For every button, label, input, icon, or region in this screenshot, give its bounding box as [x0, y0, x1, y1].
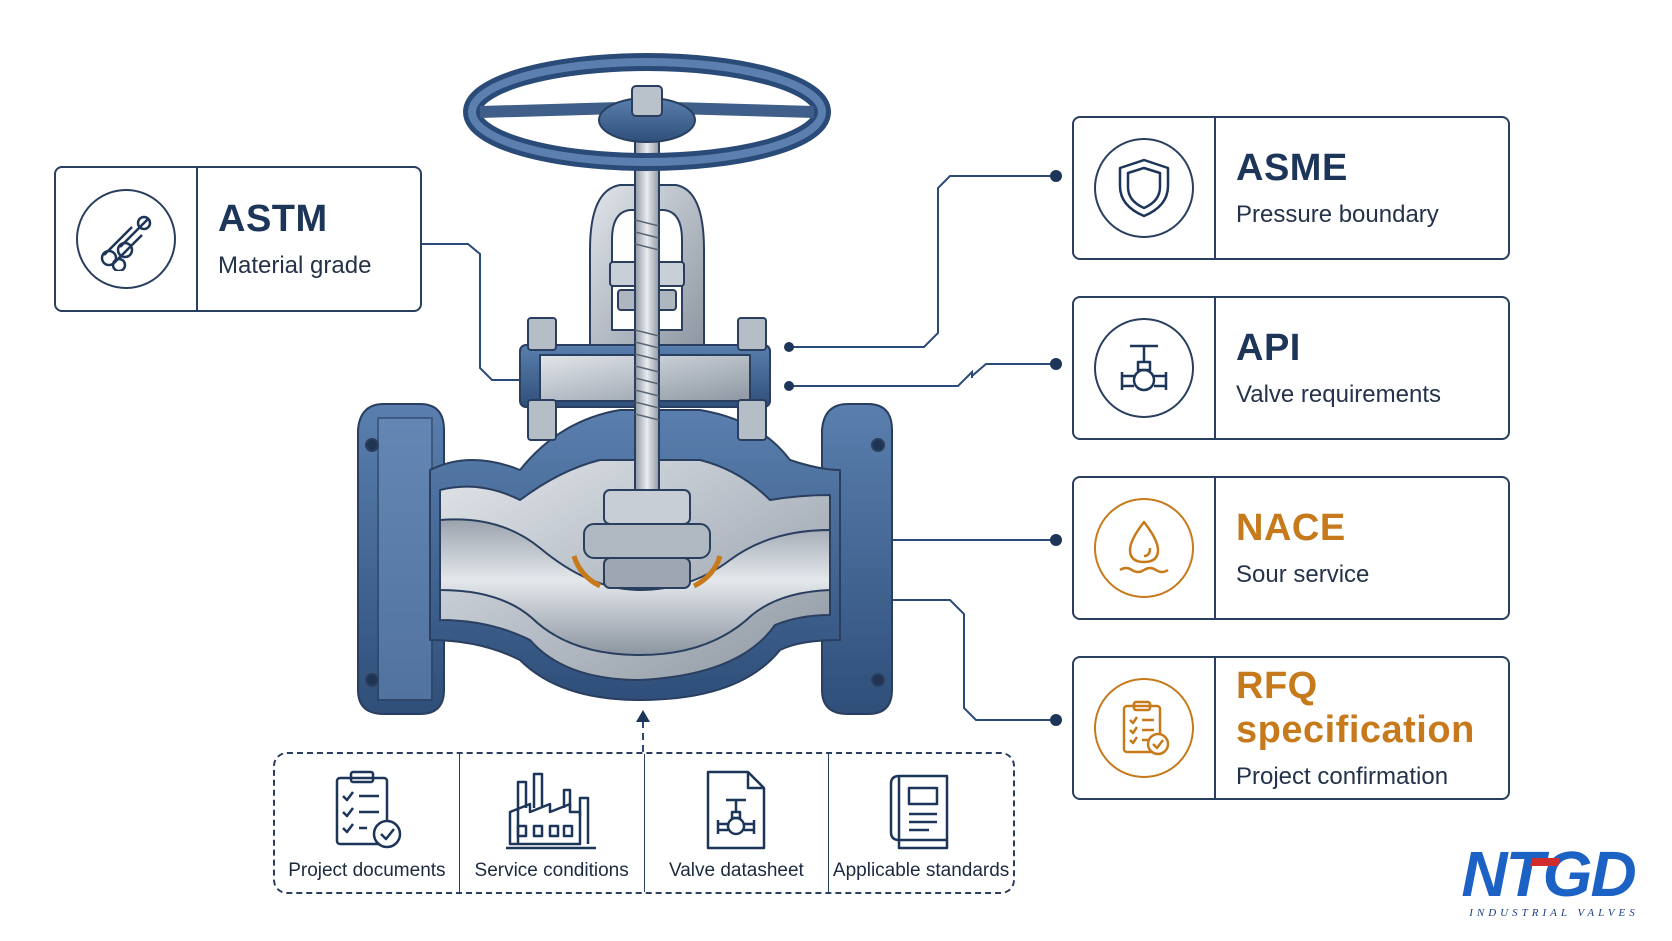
factory-icon: [505, 772, 596, 850]
card-title: RFQ specification: [1236, 665, 1475, 751]
connector-api: [789, 363, 1056, 387]
connector-asme: [789, 175, 1056, 348]
input-service-conditions: Service conditions: [458, 754, 644, 892]
input-label: Project documents: [288, 860, 446, 881]
input-applicable-standards: Applicable standards: [828, 754, 1013, 892]
valve-icon: [1120, 344, 1168, 392]
card-subtitle: Project confirmation: [1236, 762, 1449, 790]
card-title: ASME: [1236, 147, 1348, 190]
card-subtitle: Material grade: [218, 251, 372, 279]
connector-astm: [422, 243, 525, 381]
card-api: API Valve requirements: [1072, 296, 1510, 440]
droplet-icon: [1119, 520, 1169, 574]
input-label: Service conditions: [474, 860, 629, 881]
input-label: Valve datasheet: [668, 860, 804, 881]
connector-rfq: [740, 599, 1056, 721]
pipe-bundle-icon: [100, 215, 152, 271]
valve-body: [357, 53, 893, 715]
input-valve-datasheet: Valve datasheet: [643, 754, 829, 892]
book-icon: [889, 774, 949, 850]
card-asme: ASME Pressure boundary: [1072, 116, 1510, 260]
inputs-panel: Project documents Service conditions Val…: [273, 752, 1015, 894]
card-rfq: RFQ specification Project confirmation: [1072, 656, 1510, 800]
datasheet-icon: [707, 770, 766, 850]
input-label: Applicable standards: [832, 860, 1010, 881]
logo-mark: NTGD: [1461, 844, 1635, 910]
card-subtitle: Valve requirements: [1236, 380, 1441, 408]
logo-tagline: INDUSTRIAL VALVES: [1468, 907, 1639, 919]
ntgd-logo: NTGD INDUSTRIAL VALVES: [1461, 844, 1639, 919]
card-title: ASTM: [218, 198, 328, 241]
input-project-documents: Project documents: [275, 754, 459, 892]
arrow-up-icon: [636, 710, 650, 722]
card-subtitle: Pressure boundary: [1236, 200, 1439, 228]
shield-icon: [1118, 158, 1170, 218]
card-nace: NACE Sour service: [1072, 476, 1510, 620]
card-subtitle: Sour service: [1236, 560, 1370, 588]
clipboard-check-icon: [1122, 700, 1170, 756]
card-title: API: [1236, 327, 1301, 370]
card-title: NACE: [1236, 507, 1346, 550]
card-astm: ASTM Material grade: [54, 166, 422, 312]
clipboard-check-icon: [335, 770, 402, 849]
